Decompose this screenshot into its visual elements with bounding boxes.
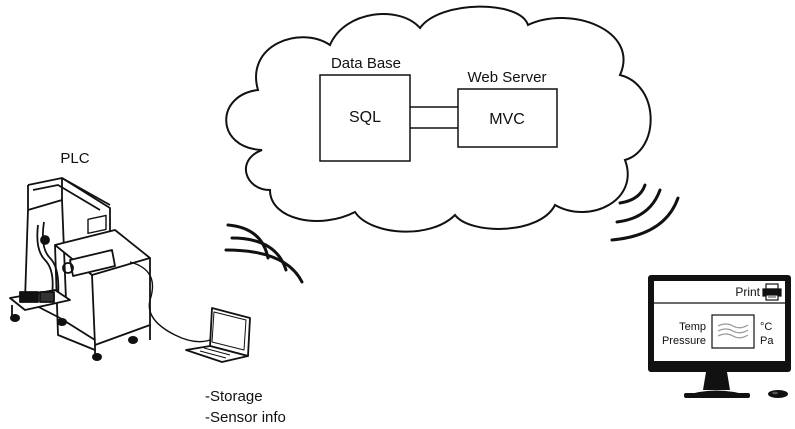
database-title: Data Base — [331, 55, 401, 72]
plc-wheels — [10, 314, 138, 361]
wifi-waves-icon — [224, 223, 304, 284]
plc-title: PLC — [60, 150, 89, 167]
wifi-waves-icon — [610, 183, 680, 242]
db-server-link — [410, 106, 458, 129]
webserver-content: MVC — [489, 111, 525, 128]
reading-label-temp: Temp — [679, 321, 706, 333]
reading-unit-temp: °C — [760, 321, 772, 333]
database-content: SQL — [349, 109, 381, 126]
plc-machine — [9, 177, 211, 355]
reading-unit-pressure: Pa — [760, 335, 774, 347]
reading-label-pressure: Pressure — [662, 335, 706, 347]
database-node: Data Base SQL — [319, 55, 411, 162]
laptop-icon — [185, 307, 251, 363]
webserver-title: Web Server — [468, 69, 547, 86]
plc-note-sensor: -Sensor info — [205, 409, 286, 426]
mouse-icon — [768, 390, 788, 398]
plc-notes: -Storage -Sensor info — [205, 388, 286, 426]
plc-note-storage: -Storage — [205, 388, 263, 405]
sensor-graph-icon — [711, 314, 755, 349]
printer-icon[interactable] — [762, 283, 782, 301]
webserver-node: Web Server MVC — [457, 69, 558, 148]
print-label: Print — [735, 285, 760, 299]
cloud-shape — [225, 5, 652, 233]
